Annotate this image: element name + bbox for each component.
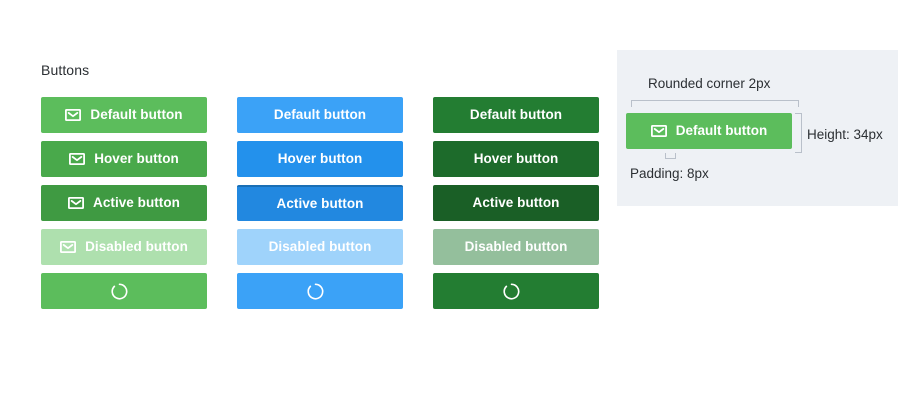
button-dark-green-disabled: Disabled button [433, 229, 599, 265]
button-label: Hover button [473, 151, 559, 167]
button-column-green: Default button Hover button Active butto… [41, 97, 207, 309]
button-label: Default button [675, 123, 768, 139]
width-bracket-marker [631, 100, 799, 107]
button-label: Disabled button [464, 239, 568, 255]
button-grid: Default button Hover button Active butto… [41, 97, 599, 309]
page-title: Buttons [41, 62, 90, 78]
envelope-icon [65, 109, 82, 121]
button-label: Active button [276, 196, 364, 212]
height-bracket-marker [795, 113, 802, 153]
button-dark-green-default[interactable]: Default button [433, 97, 599, 133]
envelope-icon [60, 241, 77, 253]
button-label: Active button [472, 195, 560, 211]
spec-sample-button[interactable]: Default button [626, 113, 792, 149]
padding-bracket-marker [665, 153, 676, 159]
spinner-icon [307, 282, 324, 300]
spec-height-label: Height: 34px [807, 127, 883, 142]
envelope-icon [69, 153, 86, 165]
button-dark-green-loading [433, 273, 599, 309]
button-label: Hover button [277, 151, 363, 167]
button-green-disabled: Disabled button [41, 229, 207, 265]
button-label: Hover button [94, 151, 179, 167]
spec-rounded-corner-label: Rounded corner 2px [648, 76, 771, 91]
button-label: Default button [273, 107, 367, 123]
button-column-blue: Default button Hover button Active butto… [237, 97, 403, 309]
button-column-dark-green: Default button Hover button Active butto… [433, 97, 599, 309]
button-label: Default button [90, 107, 183, 123]
button-green-loading [41, 273, 207, 309]
button-blue-active[interactable]: Active button [237, 185, 403, 221]
button-green-hover[interactable]: Hover button [41, 141, 207, 177]
button-blue-loading [237, 273, 403, 309]
envelope-icon [650, 125, 667, 137]
spec-padding-label: Padding: 8px [630, 166, 709, 181]
button-label: Disabled button [268, 239, 372, 255]
button-blue-hover[interactable]: Hover button [237, 141, 403, 177]
spec-annotation-panel: Rounded corner 2px Default button Height… [617, 50, 898, 206]
spinner-icon [503, 282, 520, 300]
button-green-active[interactable]: Active button [41, 185, 207, 221]
button-label: Default button [469, 107, 563, 123]
button-blue-disabled: Disabled button [237, 229, 403, 265]
button-dark-green-hover[interactable]: Hover button [433, 141, 599, 177]
button-blue-default[interactable]: Default button [237, 97, 403, 133]
button-dark-green-active[interactable]: Active button [433, 185, 599, 221]
button-label: Active button [93, 195, 180, 211]
envelope-icon [68, 197, 85, 209]
spinner-icon [111, 282, 128, 300]
button-label: Disabled button [85, 239, 188, 255]
button-green-default[interactable]: Default button [41, 97, 207, 133]
